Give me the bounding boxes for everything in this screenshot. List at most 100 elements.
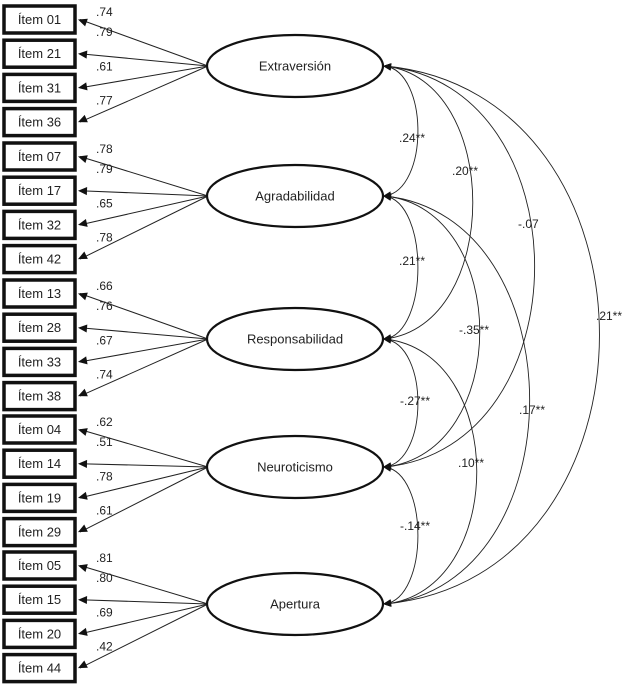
loading-arrowhead-icon (78, 428, 88, 436)
loading-arrowhead-icon (78, 50, 88, 59)
item-label: Ítem 31 (18, 80, 61, 95)
correlation-arrowhead-icon (383, 599, 392, 607)
observed-item: Ítem 20 (2, 618, 77, 650)
loading-path (79, 603, 209, 635)
factor-ellipse (205, 434, 385, 500)
correlation-label: -.07 (518, 217, 539, 231)
loading-arrowhead-icon (78, 595, 88, 605)
factor-loading-label: .74 (96, 368, 113, 382)
correlation-arc (384, 338, 419, 468)
loading-path (79, 19, 209, 67)
observed-item: Ítem 32 (2, 209, 77, 241)
correlation-arc (384, 65, 536, 468)
item-box (2, 243, 77, 275)
loading-path (79, 65, 209, 89)
observed-item: Ítem 21 (2, 38, 77, 69)
item-box (2, 550, 77, 581)
correlation-arc (384, 65, 474, 340)
correlation-arc (384, 195, 481, 468)
item-label: Ítem 38 (18, 389, 61, 404)
item-label: Ítem 28 (18, 320, 61, 335)
item-box (2, 584, 77, 615)
correlation-arrowhead-icon (383, 336, 392, 344)
correlation-label: .21** (399, 254, 425, 268)
observed-item: Ítem 36 (2, 106, 77, 138)
factor-loading-label: .77 (96, 94, 113, 108)
factor-ellipse (205, 33, 385, 99)
item-label: Ítem 20 (18, 626, 61, 641)
factor-label: Apertura (270, 597, 321, 612)
correlation-arc (384, 338, 478, 605)
observed-item: Ítem 28 (2, 312, 77, 343)
latent-factor-r: Responsabilidad (205, 306, 385, 372)
loading-path (79, 53, 209, 67)
factor-label: Extraversión (259, 59, 331, 74)
factor-loading-label: .42 (96, 640, 113, 654)
correlation-label: .24** (399, 131, 425, 145)
loading-arrowhead-icon (78, 660, 88, 669)
item-box (2, 38, 77, 69)
factor-loading-label: .79 (96, 162, 113, 176)
item-box (2, 209, 77, 241)
factor-label: Responsabilidad (247, 332, 343, 347)
loading-path (79, 293, 209, 340)
correlation-label: .20** (452, 164, 478, 178)
correlation-arrowhead-icon (383, 193, 392, 201)
factor-loading-label: .78 (96, 469, 113, 483)
observed-item: Ítem 29 (2, 516, 77, 548)
loading-arrowhead-icon (78, 82, 88, 91)
item-box (2, 278, 77, 309)
loading-path (79, 466, 209, 533)
factor-loading-label: .81 (96, 551, 113, 565)
loading-arrowhead-icon (78, 155, 88, 163)
item-label: Ítem 33 (18, 354, 61, 369)
factor-ellipse (205, 571, 385, 637)
observed-item: Ítem 14 (2, 448, 77, 479)
loading-path (79, 338, 209, 363)
observed-item: Ítem 07 (2, 141, 77, 172)
item-box (2, 175, 77, 206)
item-label: Ítem 01 (18, 12, 61, 27)
factor-label: Agradabilidad (255, 189, 335, 204)
loading-arrowhead-icon (78, 251, 88, 260)
loading-path (79, 65, 209, 123)
correlation-label: -.27** (400, 394, 430, 408)
item-box (2, 312, 77, 343)
loading-path (79, 565, 209, 605)
loading-arrowhead-icon (78, 459, 88, 468)
loading-path (79, 327, 209, 340)
item-label: Ítem 42 (18, 252, 61, 267)
correlation-label: -.14** (400, 519, 430, 533)
correlation-arc (384, 195, 531, 605)
item-label: Ítem 17 (18, 183, 61, 198)
loading-arrowhead-icon (78, 218, 88, 227)
correlation-arc (384, 195, 419, 340)
observed-item: Ítem 01 (2, 4, 77, 35)
loading-path (79, 463, 209, 468)
correlation-arc (384, 65, 600, 605)
item-label: Ítem 14 (18, 456, 61, 471)
factor-loading-label: .67 (96, 333, 113, 347)
correlation-arc (384, 466, 419, 605)
factor-loading-label: .62 (96, 415, 113, 429)
correlation-label: -.35** (459, 323, 489, 337)
item-box (2, 4, 77, 35)
item-box (2, 414, 77, 445)
factor-loading-label: .66 (96, 279, 113, 293)
item-label: Ítem 04 (18, 422, 61, 437)
item-label: Ítem 05 (18, 558, 61, 573)
loading-arrowhead-icon (78, 187, 88, 196)
item-box (2, 72, 77, 104)
correlation-label: .17** (519, 403, 545, 417)
observed-item: Ítem 15 (2, 584, 77, 615)
item-box (2, 618, 77, 650)
item-label: Ítem 07 (18, 149, 61, 164)
factor-loading-label: .51 (96, 435, 113, 449)
factor-ellipse (205, 163, 385, 229)
latent-factor-e: Extraversión (205, 33, 385, 99)
loading-arrowhead-icon (78, 627, 88, 636)
observed-item: Ítem 13 (2, 278, 77, 309)
observed-item: Ítem 17 (2, 175, 77, 206)
factor-loading-label: .61 (96, 59, 113, 73)
item-label: Ítem 44 (18, 661, 61, 676)
